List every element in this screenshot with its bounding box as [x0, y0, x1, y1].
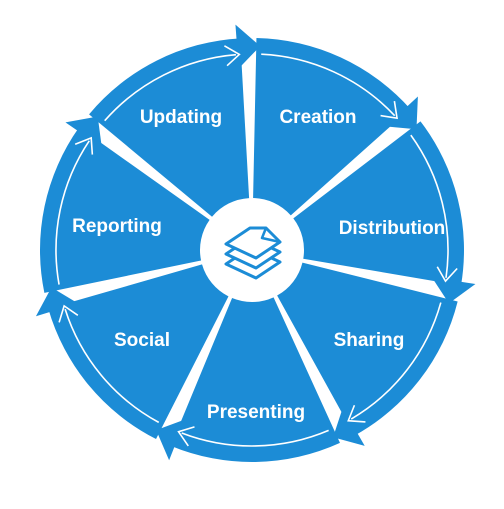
arrowhead-icon [385, 96, 418, 130]
arrowhead-icon [35, 287, 79, 317]
arrowhead-icon [235, 24, 261, 69]
segment-label: Distribution [339, 218, 446, 239]
arrow-track [181, 429, 329, 447]
cycle-segment-updating [89, 38, 250, 217]
arrow-track [55, 140, 90, 285]
arrow-track [410, 134, 449, 278]
chevron-right-icon [177, 426, 195, 447]
center-hub [205, 203, 299, 297]
arrow-track [261, 53, 396, 117]
cycle-segment-social [48, 264, 229, 440]
arrow-track [64, 308, 160, 424]
cycle-segment-reporting [40, 127, 210, 293]
arrow-track [350, 302, 442, 420]
arrowhead-icon [156, 419, 186, 461]
arrowhead-icon [431, 277, 476, 304]
chevron-right-icon [436, 266, 458, 283]
arrow-track [104, 53, 237, 122]
cycle-segment-sharing [277, 262, 458, 436]
stacked-documents-icon [224, 226, 282, 280]
cycle-segment-creation [253, 38, 411, 216]
arrowhead-icon [333, 407, 365, 446]
segment-label: Reporting [72, 216, 162, 237]
cycle-segment-distribution [293, 121, 464, 286]
segments-layer [35, 24, 476, 463]
segment-label: Creation [279, 107, 356, 128]
chevron-right-icon [58, 304, 79, 323]
chevron-right-icon [380, 101, 398, 120]
segment-label: Updating [140, 107, 222, 128]
chevron-right-icon [347, 404, 366, 423]
chevron-right-icon [74, 136, 94, 155]
arrowhead-icon [65, 116, 102, 148]
segment-label: Sharing [334, 330, 405, 351]
segment-label: Presenting [207, 402, 305, 423]
chevron-right-icon [224, 45, 241, 67]
segment-label: Social [114, 330, 170, 351]
cycle-segment-presenting [170, 297, 340, 463]
